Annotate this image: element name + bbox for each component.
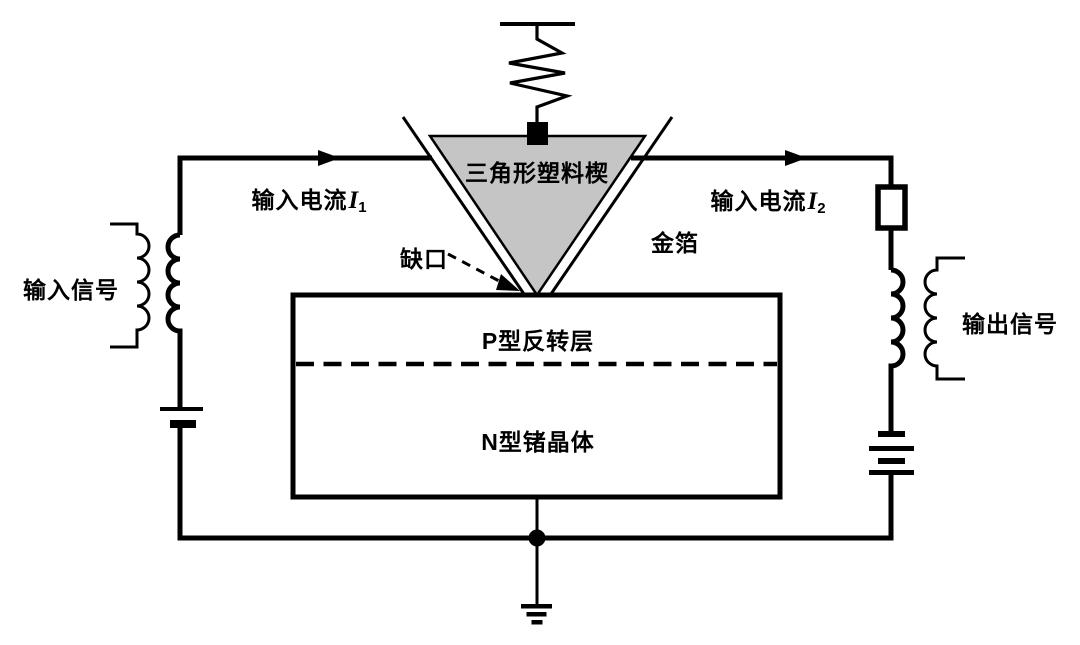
current-arrow-left (318, 150, 340, 166)
left-top-wire (177, 155, 432, 235)
input-current-1-subscript: 1 (358, 199, 367, 216)
n-crystal-label: N型锗晶体 (481, 423, 595, 457)
battery-left-long-plate (160, 407, 203, 411)
notch-label-text: 缺口 (400, 246, 448, 272)
n-crystal-label-text: N型锗晶体 (481, 429, 595, 455)
right-transformer-secondary-coil (923, 256, 965, 381)
ground-symbol (521, 604, 552, 625)
resistor-symbol (875, 184, 908, 231)
battery-right-long-plate-1 (869, 446, 914, 451)
gold-foil-right-line (549, 116, 674, 295)
gold-foil-label-text: 金箔 (651, 230, 699, 256)
contact-block-square (527, 122, 548, 145)
notch-label: 缺口 (400, 240, 448, 274)
notch-arrow (447, 252, 520, 291)
right-top-wire (631, 155, 894, 187)
base-ground-branch (521, 497, 552, 625)
battery-left-short-plate (170, 420, 196, 428)
right-transformer-primary-coil (888, 267, 906, 431)
wedge-label-text: 三角形塑料楔 (465, 160, 609, 186)
input-current-2-subscript: 2 (817, 200, 826, 217)
output-signal-label: 输出信号 (962, 305, 1058, 339)
spring-zigzag (508, 24, 573, 122)
input-signal-label: 输入信号 (23, 271, 119, 305)
gold-foil-label: 金箔 (651, 224, 699, 258)
ground-bar-long (521, 604, 552, 609)
plastic-wedge-assembly (401, 116, 674, 298)
notch-arrow-dashed-line (447, 252, 502, 284)
junction-dot (528, 529, 546, 547)
right-circuit-branch (631, 155, 906, 431)
crystal-outline (290, 292, 783, 500)
ground-bar-mid (526, 612, 547, 617)
battery-right-short-plate-1 (878, 431, 905, 437)
input-current-2-symbol: I (807, 188, 818, 215)
input-signal-label-text: 输入信号 (23, 277, 119, 303)
ground-bar-short (531, 620, 543, 625)
output-signal-label-text: 输出信号 (962, 311, 1058, 337)
spring-symbol (500, 22, 575, 122)
battery-right-short-plate-2 (878, 458, 905, 464)
battery-left (160, 407, 203, 428)
current-arrow-right (785, 150, 807, 166)
wedge-label: 三角形塑料楔 (465, 154, 609, 188)
input-current-1-symbol: I (348, 187, 359, 214)
left-transformer-secondary-coil (110, 222, 151, 349)
p-layer-label: P型反转层 (482, 322, 594, 356)
notch-arrowhead (496, 274, 520, 291)
left-transformer-primary-coil (165, 232, 183, 407)
battery-right-long-plate-2 (869, 470, 914, 475)
battery-right (869, 431, 914, 475)
p-layer-label-text: P型反转层 (481, 328, 595, 354)
input-current-1-text: 输入电流 (251, 187, 348, 213)
germanium-crystal-box (290, 292, 783, 500)
input-current-2-text: 输入电流 (710, 188, 807, 214)
gold-foil-left-line (401, 116, 526, 295)
